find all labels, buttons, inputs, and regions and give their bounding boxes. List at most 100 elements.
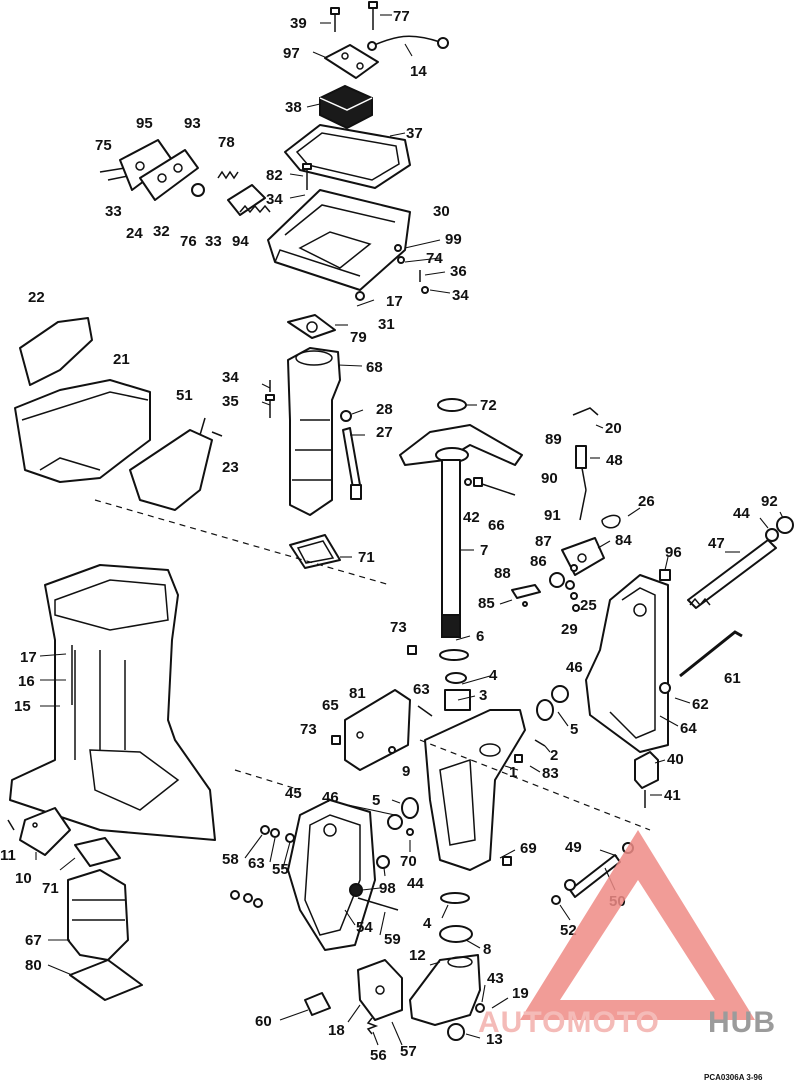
callout-65: 65 [322,697,339,714]
part-lever-84 [561,537,605,576]
part-screw-23 [211,431,223,437]
callout-59: 59 [384,931,401,948]
callout-73-a: 73 [390,619,407,636]
leader-lines [35,14,784,1046]
part-bolt-82 [302,163,312,190]
part-washer-52 [551,895,561,905]
callout-98: 98 [379,880,396,897]
callout-17-b: 17 [20,649,37,666]
callout-7: 7 [480,542,488,559]
callout-48: 48 [606,452,623,469]
part-bushing-4-top [445,672,467,684]
part-housing-30 [267,189,411,291]
part-washer-43 [475,1003,485,1013]
part-cowl-half-51 [129,417,213,511]
callout-68: 68 [366,359,383,376]
callout-4-a: 4 [489,667,498,684]
part-bolt-69 [502,856,512,866]
callout-90: 90 [541,470,558,487]
part-bushing-5b-washer-46b [387,797,419,830]
callout-27: 27 [376,424,393,441]
callout-9: 9 [402,763,410,780]
callout-15: 15 [14,698,31,715]
callout-1: 1 [509,764,517,781]
callout-22: 22 [28,289,45,306]
callout-80: 80 [25,957,42,974]
part-link-48-89 [575,445,587,521]
part-block-40 [634,751,659,789]
callout-46-b: 46 [322,789,339,806]
part-washers-86-87-91 [549,564,578,590]
part-screw-2-83 [514,739,546,763]
callout-73-b: 73 [300,721,317,738]
part-bolt-9 [388,746,396,754]
callout-63-a: 63 [413,681,430,698]
callout-79: 79 [350,329,367,346]
callout-46-a: 46 [566,659,583,676]
callout-34-b: 34 [452,287,469,304]
callout-20: 20 [605,420,622,437]
callout-16: 16 [18,673,35,690]
part-cover-10 [19,807,71,856]
part-nut-44b [376,855,390,869]
callout-49: 49 [565,839,582,856]
part-clamp-bracket-64 [585,574,669,753]
part-gasket-37 [284,124,411,189]
part-seal-8 [439,925,473,943]
part-pin-88-85 [511,584,541,607]
part-rectifier-38 [319,84,373,130]
callout-64: 64 [680,720,697,737]
part-water-tube-67 [67,869,129,961]
part-washer-6 [439,649,469,661]
callout-13: 13 [486,1031,503,1048]
callout-85: 85 [478,595,495,612]
part-bolts-34-35 [265,380,275,418]
part-seal-80 [69,959,143,1001]
part-spring-94 [239,204,271,214]
part-bushing-3 [444,689,471,711]
callout-39: 39 [290,15,307,32]
part-nut-62 [659,682,671,694]
part-plate-81-65 [344,689,411,771]
callout-95: 95 [136,115,153,132]
part-swivel-bracket-1 [424,709,526,871]
callout-81: 81 [349,685,366,702]
callout-21: 21 [113,351,130,368]
callout-34-c: 34 [222,369,239,386]
part-spring-78 [217,170,239,180]
callout-4-b: 4 [423,915,432,932]
callout-25: 25 [580,597,597,614]
part-seal-71-top [289,534,341,569]
callout-84: 84 [615,532,632,549]
part-exhaust-tube-68 [287,347,341,516]
part-lower-cowl-21 [14,379,151,483]
callout-75: 75 [95,137,112,154]
callout-17-a: 17 [386,293,403,310]
part-screw-11 [7,819,15,831]
callout-36: 36 [450,263,467,280]
callout-71-b: 71 [42,880,59,897]
callout-67: 67 [25,932,42,949]
part-clamp-bracket-45 [287,799,376,951]
callout-71-a: 71 [358,549,375,566]
part-25-29 [570,592,580,612]
part-bolt-39-77 [330,1,378,32]
callout-8: 8 [483,941,491,958]
part-clip-20 [572,407,599,416]
callout-72: 72 [480,397,497,414]
part-screw-63 [417,705,433,717]
callout-38: 38 [285,99,302,116]
callout-12: 12 [409,947,426,964]
part-washer-46a [551,685,569,703]
part-cable-14 [367,35,449,51]
callout-41: 41 [664,787,681,804]
watermark-text-hub: HUB [708,1006,776,1039]
part-small-hardware-36-74-99 [355,244,429,301]
callout-62: 62 [692,696,709,713]
part-bushing-4b [440,892,470,904]
part-steering-arm [399,424,523,466]
callout-55: 55 [272,861,289,878]
callout-33-b: 33 [205,233,222,250]
drawing-reference-code: PCA0306A 3-96 [704,1073,763,1082]
callout-54: 54 [356,919,373,936]
